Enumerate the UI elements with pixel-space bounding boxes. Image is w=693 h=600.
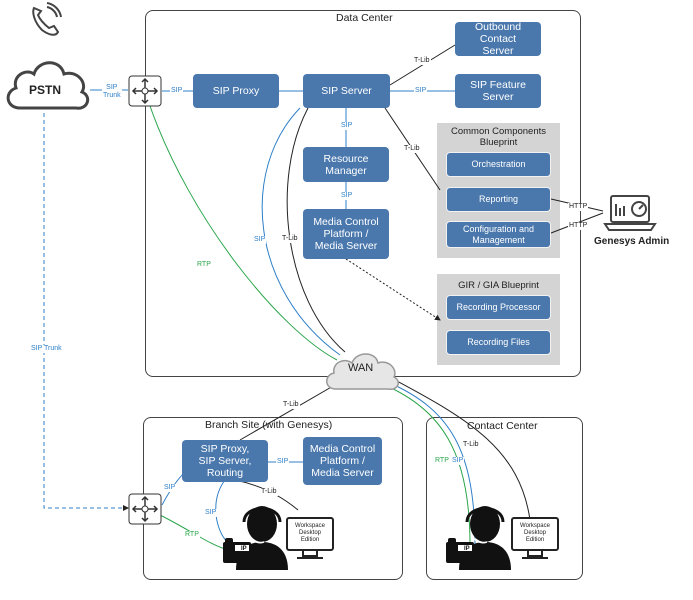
contact-workspace-label: Workspace Desktop Edition: [520, 523, 550, 543]
branch-ip-badge: IP: [241, 546, 247, 552]
recording-processor-node: Recording Processor: [446, 295, 551, 320]
orchestration-node: Orchestration: [446, 152, 551, 177]
reporting-node: Reporting: [446, 187, 551, 212]
sip-label-branch-phone: SIP: [204, 509, 218, 517]
recording-files-node: Recording Files: [446, 330, 551, 355]
tlib-label-branch: T-Lib: [282, 401, 300, 409]
tlib-label-outbound: T-Lib: [413, 57, 431, 65]
tlib-label-contact: T-Lib: [462, 441, 480, 449]
sip-feature-server-node: SIP Feature Server: [455, 74, 541, 108]
sip-trunk-pstn-label: SIP Trunk: [102, 84, 122, 100]
laptop-dashboard-icon: [603, 195, 657, 231]
http-label-reporting: HTTP: [568, 203, 589, 211]
sip-label-feature: SIP: [414, 87, 428, 95]
sip-label-branch-media: SIP: [276, 458, 290, 466]
branch-workspace-label: Workspace Desktop Edition: [295, 523, 325, 543]
outbound-contact-server-node: Outbound Contact Server: [455, 21, 541, 57]
cloud-icon: [326, 353, 399, 390]
router-icon: [128, 75, 162, 107]
ip-phone-icon: [223, 538, 251, 563]
monitor-icon: [286, 517, 334, 559]
gir-gia-title: GIR / GIA Blueprint: [458, 280, 539, 291]
tlib-label-wan-left: T-Lib: [281, 235, 299, 243]
wan-label: WAN: [348, 362, 374, 374]
sip-proxy-node: SIP Proxy: [193, 74, 279, 108]
tlib-label-common: T-Lib: [403, 145, 421, 153]
branch-media-node: Media Control Platform / Media Server: [303, 437, 382, 485]
contact-ip-badge: IP: [464, 546, 470, 552]
sip-label-router-proxy: SIP: [170, 87, 184, 95]
router-icon: [128, 493, 162, 525]
http-label-config: HTTP: [568, 222, 589, 230]
sip-label-wan-left: SIP: [253, 236, 267, 244]
branch-site-title: Branch Site (with Genesys): [205, 419, 333, 431]
monitor-icon: [511, 517, 559, 559]
branch-sip-node: SIP Proxy, SIP Server, Routing: [182, 440, 268, 482]
cloud-icon: [6, 61, 90, 110]
contact-center-title: Contact Center: [467, 420, 538, 432]
sip-label-branch-router: SIP: [163, 484, 177, 492]
sip-label-mcp: SIP: [340, 192, 354, 200]
rtp-label-branch: RTP: [184, 531, 200, 539]
rtp-label-main: RTP: [196, 261, 212, 269]
data-center-title: Data Center: [336, 12, 393, 24]
sip-server-node: SIP Server: [303, 74, 390, 108]
rtp-label-contact: RTP: [434, 457, 450, 465]
sip-label-contact: SIP: [451, 457, 465, 465]
sip-label-rm: SIP: [340, 122, 354, 130]
common-components-title: Common Components Blueprint: [450, 126, 547, 148]
pstn-label: PSTN: [29, 83, 62, 97]
tlib-label-branch-desktop: T-Lib: [260, 488, 278, 496]
ip-phone-icon: [446, 538, 474, 563]
configuration-management-node: Configuration and Management: [446, 221, 551, 248]
resource-manager-node: Resource Manager: [303, 147, 389, 182]
sip-trunk-dashed-label: SIP Trunk: [30, 345, 63, 353]
genesys-admin-label: Genesys Admin: [594, 236, 670, 247]
media-control-platform-node: Media Control Platform / Media Server: [303, 209, 389, 259]
phone-ringing-icon: [32, 2, 62, 36]
